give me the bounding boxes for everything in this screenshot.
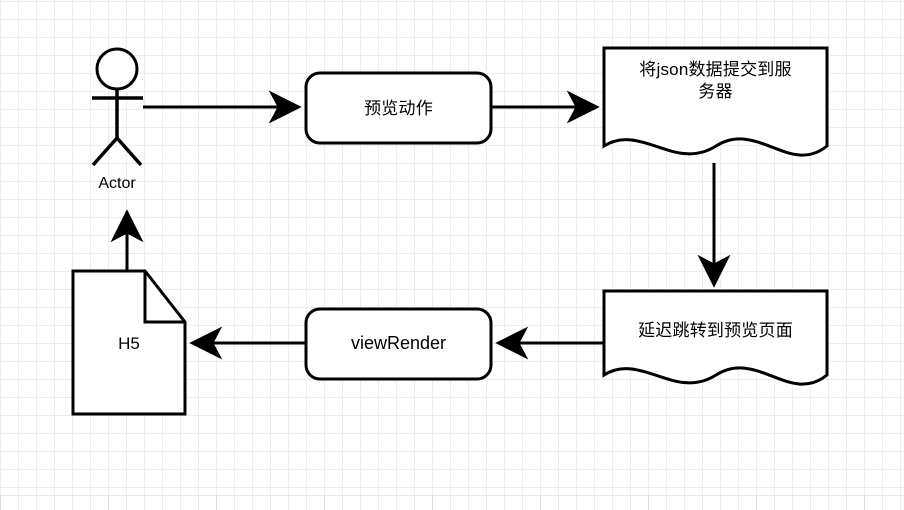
ruler-tick-minor <box>126 496 127 510</box>
ruler-tick-minor <box>18 496 19 510</box>
ruler-tick-major <box>216 496 217 510</box>
node-view-render[interactable] <box>304 307 493 381</box>
ruler-tick-major <box>108 496 109 510</box>
ruler-tick-minor <box>900 496 901 510</box>
ruler-tick-minor <box>486 496 487 510</box>
ruler-tick-minor <box>144 496 145 510</box>
ruler-tick-minor <box>306 496 307 510</box>
ruler-tick-minor <box>738 496 739 510</box>
node-actor[interactable] <box>91 47 143 167</box>
node-delayed-redirect[interactable] <box>602 289 829 386</box>
ruler-tick-minor <box>414 496 415 510</box>
ruler-tick-minor <box>252 496 253 510</box>
ruler-tick-minor <box>288 496 289 510</box>
ruler-tick-minor <box>594 496 595 510</box>
ruler-tick-minor <box>828 496 829 510</box>
node-h5-page[interactable] <box>71 269 187 416</box>
ruler-tick-minor <box>810 496 811 510</box>
ruler-tick-minor <box>630 496 631 510</box>
ruler-tick-minor <box>576 496 577 510</box>
ruler-tick-minor <box>702 496 703 510</box>
ruler-tick-major <box>648 496 649 510</box>
ruler-tick-minor <box>90 496 91 510</box>
ruler-tick-minor <box>396 496 397 510</box>
ruler-strip <box>0 495 904 510</box>
ruler-tick-minor <box>774 496 775 510</box>
ruler-tick-minor <box>270 496 271 510</box>
ruler-tick-major <box>540 496 541 510</box>
ruler-tick-minor <box>504 496 505 510</box>
ruler-tick-minor <box>198 496 199 510</box>
ruler-tick-minor <box>234 496 235 510</box>
ruler-tick-minor <box>342 496 343 510</box>
ruler-tick-major <box>0 496 1 510</box>
ruler-tick-minor <box>162 496 163 510</box>
ruler-tick-major <box>864 496 865 510</box>
ruler-tick-minor <box>378 496 379 510</box>
ruler-tick-minor <box>72 496 73 510</box>
node-submit-json[interactable] <box>602 46 829 157</box>
ruler-tick-minor <box>846 496 847 510</box>
ruler-tick-minor <box>792 496 793 510</box>
ruler-tick-minor <box>558 496 559 510</box>
ruler-tick-major <box>432 496 433 510</box>
ruler-tick-minor <box>468 496 469 510</box>
ruler-tick-minor <box>450 496 451 510</box>
ruler-tick-minor <box>666 496 667 510</box>
ruler-tick-major <box>324 496 325 510</box>
ruler-tick-major <box>756 496 757 510</box>
ruler-tick-minor <box>882 496 883 510</box>
ruler-tick-minor <box>612 496 613 510</box>
ruler-tick-minor <box>54 496 55 510</box>
ruler-tick-minor <box>720 496 721 510</box>
node-preview-action[interactable] <box>304 71 493 145</box>
ruler-tick-minor <box>684 496 685 510</box>
ruler-tick-minor <box>36 496 37 510</box>
ruler-tick-minor <box>180 496 181 510</box>
ruler-tick-minor <box>522 496 523 510</box>
ruler-tick-minor <box>360 496 361 510</box>
